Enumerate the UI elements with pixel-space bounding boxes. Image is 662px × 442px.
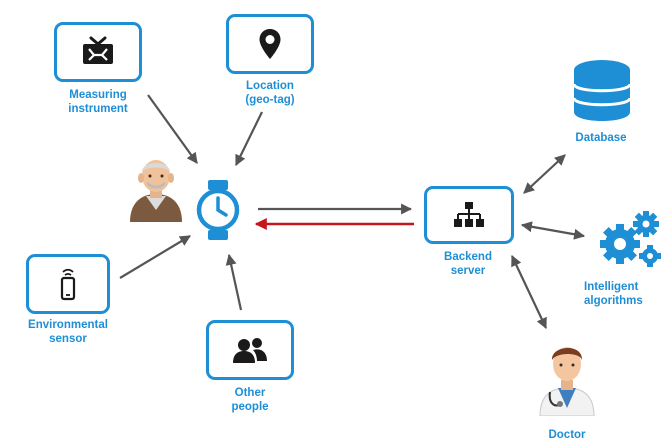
other-people-box[interactable] (206, 320, 294, 380)
map-pin-icon (259, 29, 281, 59)
measuring-instrument-label: Measuring instrument (68, 89, 128, 115)
arrow-sensor-to-watch (119, 235, 191, 279)
sitemap-icon (454, 202, 484, 227)
smartwatch-icon[interactable] (196, 179, 240, 241)
gears-icon[interactable] (596, 208, 662, 272)
intelligent-algorithms-label: Intelligent algorithms (584, 281, 643, 307)
elderly-man-icon (126, 150, 186, 222)
environmental-sensor-label: Environmental sensor (28, 319, 108, 345)
database-label: Database (575, 132, 627, 144)
arrow-location-to-watch (235, 111, 263, 166)
doctor-icon[interactable] (536, 338, 598, 417)
backend-server-label: Backend server (444, 251, 492, 277)
backend-server-box[interactable] (424, 186, 514, 244)
other-people-label: Other people (231, 387, 269, 413)
arrow-people-to-watch (225, 253, 243, 311)
environmental-sensor-box[interactable] (26, 254, 110, 314)
arrow-server-doctor (511, 255, 547, 329)
people-icon (233, 338, 267, 363)
database-icon[interactable] (572, 58, 632, 124)
arrow-server-algorithms (520, 221, 586, 240)
doctor-label: Doctor (548, 429, 586, 441)
arrow-server-database (523, 154, 566, 194)
mobile-device-icon (60, 268, 76, 301)
arrow-measuring-to-watch (147, 94, 198, 164)
measuring-instrument-box[interactable] (54, 22, 142, 82)
location-label: Location (geo-tag) (245, 80, 295, 106)
tv-icon (83, 36, 113, 64)
location-box[interactable] (226, 14, 314, 74)
